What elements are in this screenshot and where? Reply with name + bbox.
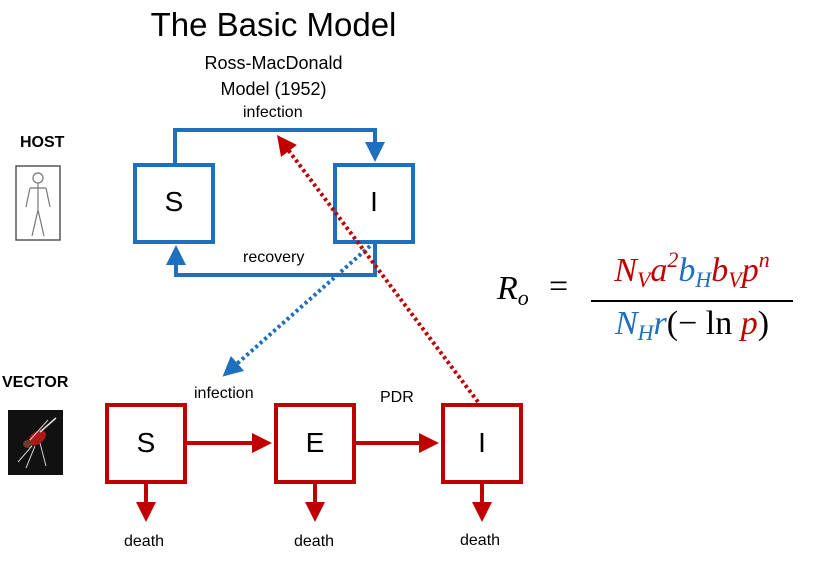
formula-equals: = — [549, 268, 569, 305]
formula-bv-sub: V — [728, 267, 742, 292]
formula-nh-sub: H — [637, 320, 654, 345]
formula-p-sup: n — [758, 247, 770, 272]
formula-nh-base: N — [614, 305, 638, 342]
vector-i-label: I — [478, 427, 486, 458]
vector-e-box — [274, 403, 356, 484]
formula-bv-base: b — [711, 252, 729, 289]
vector-s-death-label: death — [124, 533, 165, 550]
formula-den-p: p — [740, 305, 758, 342]
formula-bh-sub: H — [695, 267, 712, 292]
formula-r: R — [497, 270, 518, 307]
vector-i-box — [441, 403, 523, 484]
formula-ln: ln — [697, 305, 741, 342]
host-recovery-label: recovery — [243, 249, 305, 266]
formula-open-paren: (− — [666, 305, 698, 342]
mosquito-icon — [8, 410, 63, 475]
r0-formula: Ro = NVa2bHbVpn NHr(− ln p) — [497, 240, 807, 345]
host-recovery-arrow — [166, 244, 377, 277]
formula-bh-base: b — [678, 252, 696, 289]
formula-numerator: NVa2bHbVpn — [587, 240, 797, 300]
formula-lhs: Ro — [497, 270, 529, 311]
formula-nh: NH — [614, 305, 654, 345]
human-figure-icon — [15, 165, 61, 241]
formula-fraction: NVa2bHbVpn NHr(− ln p) — [587, 240, 797, 355]
formula-a-base: a — [650, 252, 668, 289]
vector-s-label: S — [136, 427, 156, 458]
formula-bv: bV — [711, 252, 742, 292]
diagram-title: The Basic Model — [150, 6, 397, 43]
vector-s-box — [105, 403, 187, 484]
host-i-box — [333, 163, 415, 244]
vector-label: VECTOR — [2, 374, 69, 391]
vector-pdr-label: PDR — [380, 389, 414, 406]
formula-p-base: p — [741, 252, 759, 289]
subtitle-line-2: Model (1952) — [220, 79, 327, 99]
host-i-label: I — [370, 186, 378, 217]
formula-r-sub: o — [517, 285, 529, 310]
formula-pn: pn — [741, 247, 770, 289]
vector-to-host-transmission-arrow — [276, 135, 480, 404]
host-infection-arrow — [173, 128, 385, 163]
host-infection-label: infection — [243, 104, 303, 121]
formula-denominator: NHr(− ln p) — [587, 302, 797, 355]
formula-a-sup: 2 — [667, 247, 679, 272]
vector-e-label: E — [305, 427, 325, 458]
formula-close-paren: ) — [757, 305, 770, 342]
formula-r-recovery: r — [653, 305, 667, 342]
formula-a: a2 — [650, 247, 678, 289]
diagram-subtitle: Ross-MacDonald Model (1952) — [186, 50, 361, 102]
formula-nv: NV — [614, 252, 651, 292]
vector-e-death-label: death — [294, 533, 335, 550]
vector-infection-label: infection — [194, 385, 254, 402]
host-label: HOST — [20, 134, 65, 151]
vector-i-death-label: death — [460, 532, 501, 549]
formula-nv-base: N — [614, 252, 637, 289]
host-to-vector-transmission-arrow — [222, 244, 372, 377]
host-s-box — [133, 163, 215, 244]
formula-bh: bH — [678, 252, 712, 292]
formula-fraction-bar — [591, 300, 793, 302]
subtitle-line-1: Ross-MacDonald — [204, 53, 343, 73]
host-s-label: S — [164, 186, 184, 217]
formula-nv-sub: V — [636, 267, 651, 292]
